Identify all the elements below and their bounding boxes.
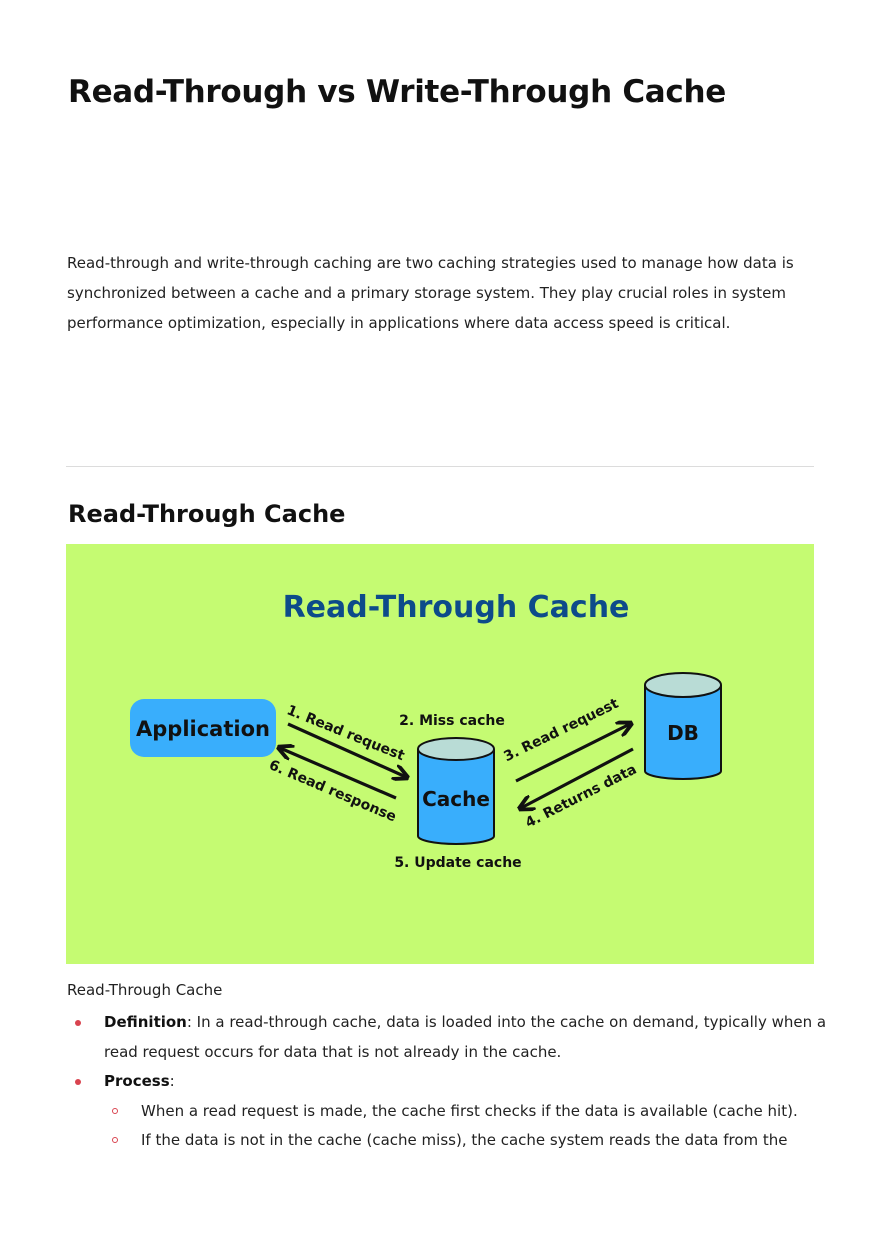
read-through-details: Definition: In a read-through cache, dat… <box>67 1008 827 1156</box>
process-steps: When a read request is made, the cache f… <box>104 1097 827 1156</box>
list-item: If the data is not in the cache (cache m… <box>104 1126 827 1156</box>
db-node: DB <box>644 672 722 780</box>
step-2-label: 2. Miss cache <box>399 713 505 729</box>
read-through-diagram: Read-Through Cache Application Cache DB … <box>66 544 814 964</box>
section-divider <box>66 466 814 467</box>
step-1-label: 1. Read request <box>284 702 407 764</box>
read-request-arrow <box>287 722 406 777</box>
db-label: DB <box>667 721 699 745</box>
list-item: Definition: In a read-through cache, dat… <box>67 1008 827 1067</box>
step-3-label: 3. Read request <box>501 696 621 766</box>
db-read-request-arrow <box>515 724 630 783</box>
circle-bullet-icon <box>112 1137 118 1143</box>
returns-data-arrow <box>521 747 634 808</box>
circle-bullet-icon <box>112 1107 118 1114</box>
definition-text: : In a read-through cache, data is loade… <box>104 1013 827 1061</box>
process-step-text: If the data is not in the cache (cache m… <box>141 1131 788 1149</box>
bullet-icon <box>75 1020 81 1026</box>
list-item: When a read request is made, the cache f… <box>104 1097 827 1127</box>
section-heading: Read-Through Cache <box>68 500 346 528</box>
cache-label: Cache <box>422 787 490 811</box>
application-node: Application <box>130 699 276 757</box>
step-5-label: 5. Update cache <box>394 855 521 871</box>
bullet-icon <box>75 1079 81 1085</box>
list-item: Process: When a read request is made, th… <box>67 1067 827 1156</box>
figure-caption: Read-Through Cache <box>67 981 223 999</box>
intro-paragraph: Read-through and write-through caching a… <box>67 254 794 332</box>
definition-term: Definition <box>104 1013 187 1031</box>
page-title: Read-Through vs Write-Through Cache <box>68 74 726 110</box>
cache-node: Cache <box>417 737 495 845</box>
application-label: Application <box>136 717 270 741</box>
read-response-arrow <box>280 748 397 800</box>
process-colon: : <box>169 1072 175 1090</box>
diagram-title: Read-Through Cache <box>283 590 630 625</box>
process-term: Process <box>104 1072 170 1090</box>
process-step-text: When a read request is made, the cache f… <box>141 1101 798 1120</box>
